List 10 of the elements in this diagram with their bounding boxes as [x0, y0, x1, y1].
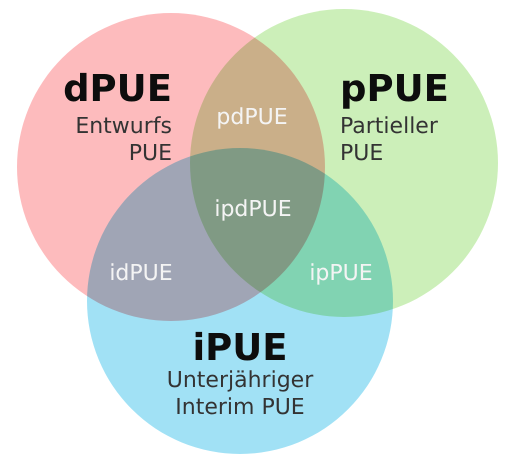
set-title: pPUE [340, 70, 450, 107]
overlap-label: ipPUE [309, 260, 373, 287]
set-description: Unterjähriger Interim PUE [166, 367, 314, 421]
set-description: Partieller PUE [340, 113, 439, 167]
set-title: dPUE [62, 70, 172, 107]
set-title: iPUE [191, 329, 289, 366]
overlap-label: ipdPUE [214, 196, 292, 223]
set-description: Entwurfs PUE [74, 113, 172, 167]
overlap-label: idPUE [109, 260, 173, 287]
overlap-label: pdPUE [216, 104, 288, 131]
